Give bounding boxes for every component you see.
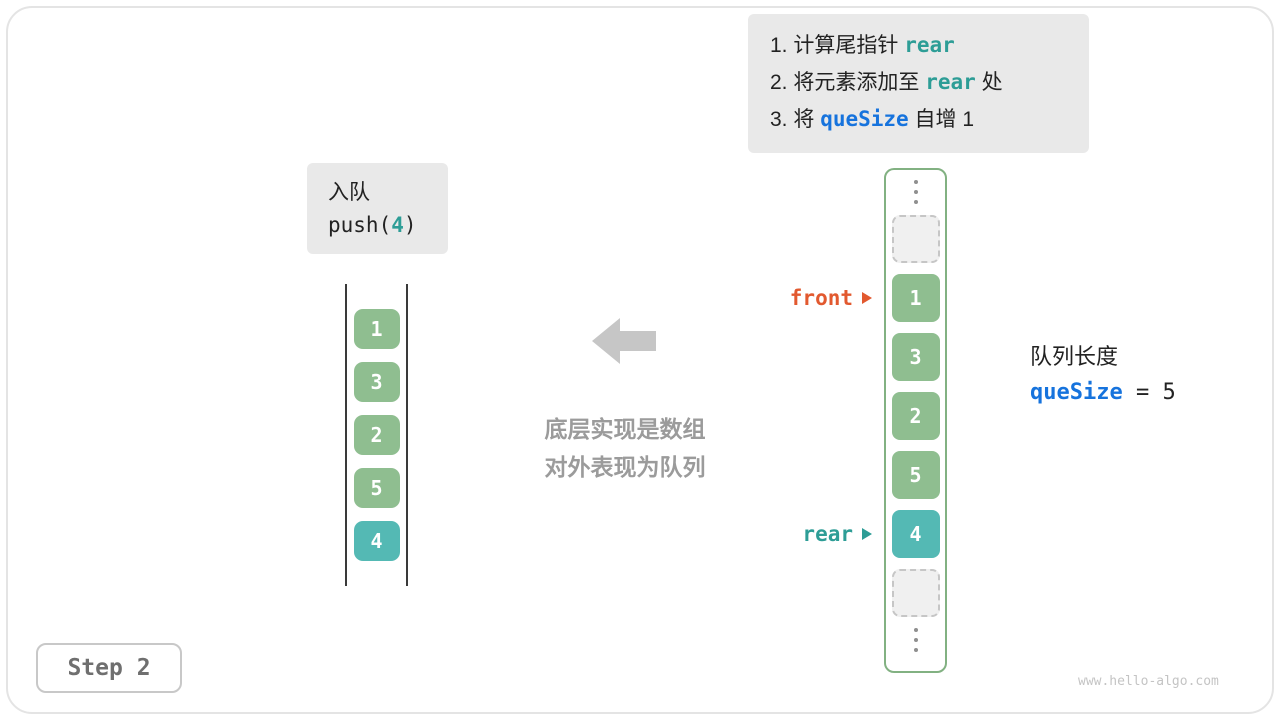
instruction-text: 2. 将元素添加至 (770, 71, 926, 94)
enqueue-code: push(4) (328, 209, 448, 242)
quesize-var: queSize (1030, 380, 1123, 405)
code-text: push( (328, 213, 392, 237)
instruction-line-2: 2. 将元素添加至 rear 处 (770, 64, 1089, 101)
center-caption-line2: 对外表现为队列 (544, 454, 706, 480)
array-cell: 5 (891, 451, 940, 499)
enqueue-title: 入队 (328, 181, 370, 204)
instruction-text: 3. 将 (770, 108, 821, 131)
code-token-rear: rear (925, 70, 976, 94)
array-cell: 2 (891, 392, 940, 440)
enqueue-arg: 4 (391, 213, 404, 237)
arrow-left-icon (592, 317, 656, 365)
queue-length-label: 队列长度 (1030, 344, 1119, 369)
code-token-quesize: queSize (820, 107, 909, 131)
queue-cell: 1 (353, 309, 400, 349)
array-empty-cell (891, 569, 940, 617)
code-token-rear: rear (904, 33, 955, 57)
enqueue-panel: 入队 push(4) (307, 163, 448, 254)
instruction-panel: 1. 计算尾指针 rear 2. 将元素添加至 rear 处 3. 将 queS… (748, 14, 1089, 153)
array-empty-cell (891, 215, 940, 263)
watermark: www.hello-algo.com (1078, 674, 1219, 689)
step-badge: Step 2 (36, 643, 182, 693)
instruction-line-3: 3. 将 queSize 自增 1 (770, 101, 1089, 138)
front-pointer-label: front (789, 286, 853, 310)
array-cell: 1 (891, 274, 940, 322)
rear-pointer-arrow-icon (862, 528, 872, 540)
quesize-value: queSize = 5 (1030, 374, 1176, 412)
queue-cell-new: 4 (353, 521, 400, 561)
front-pointer-arrow-icon (862, 292, 872, 304)
center-caption-line1: 底层实现是数组 (544, 416, 706, 442)
ellipsis-bottom-icon (913, 628, 918, 652)
queue-cell: 5 (353, 468, 400, 508)
queue-abstract-view: 1 3 2 5 4 (345, 284, 408, 586)
queue-cell: 2 (353, 415, 400, 455)
array-view: 1 3 2 5 4 (884, 168, 947, 673)
quesize-eq: = 5 (1122, 380, 1176, 405)
center-caption: 底层实现是数组 对外表现为队列 (490, 410, 760, 486)
array-cell: 3 (891, 333, 940, 381)
instruction-line-1: 1. 计算尾指针 rear (770, 27, 1089, 64)
step-label: Step 2 (67, 655, 151, 681)
ellipsis-top-icon (913, 180, 918, 204)
rear-pointer-label: rear (802, 522, 853, 546)
instruction-text: 处 (975, 71, 1003, 94)
instruction-text: 自增 1 (908, 108, 975, 131)
array-cell-new: 4 (891, 510, 940, 558)
queue-cell: 3 (353, 362, 400, 402)
instruction-text: 1. 计算尾指针 (770, 34, 905, 57)
queue-length-info: 队列长度 queSize = 5 (1030, 340, 1176, 412)
code-text: ) (403, 213, 417, 237)
front-pointer: front (712, 286, 872, 310)
rear-pointer: rear (712, 522, 872, 546)
